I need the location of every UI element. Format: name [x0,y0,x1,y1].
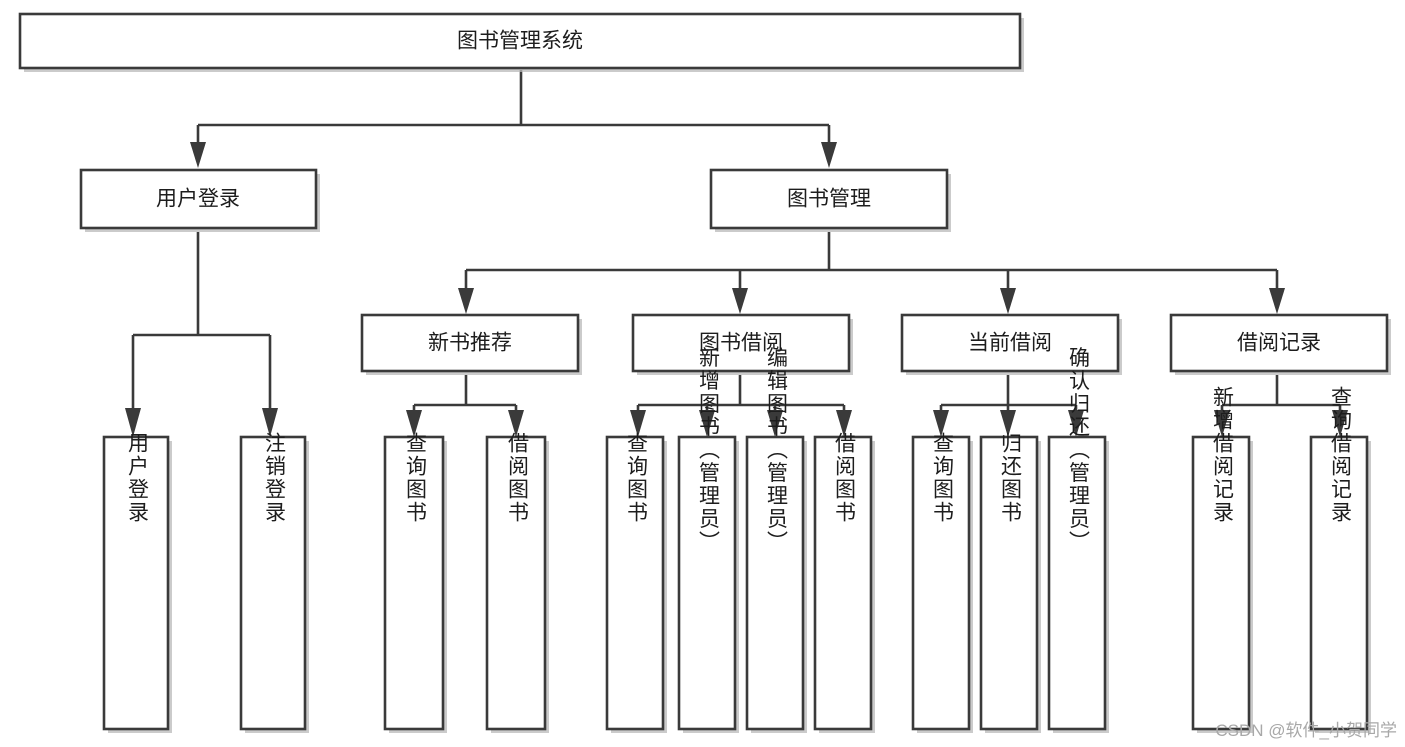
node-leaf-borrow-book-2[interactable]: 借阅图书 [813,432,875,733]
node-leaf-return-book-label: 归还图书 [999,432,1023,524]
arrow-leaf-user-logout [262,408,278,437]
node-leaf-add-book[interactable]: 新增图书（管理员） [677,347,739,734]
node-leaf-borrow-book-1[interactable]: 借阅图书 [485,432,549,733]
node-leaf-query-record[interactable]: 查询借阅记录 [1309,386,1371,733]
node-leaf-add-record-box[interactable] [1191,435,1251,731]
node-leaf-edit-book-box[interactable] [745,435,805,731]
arrow-leaf-edit-book [767,410,783,437]
node-book-borrow[interactable]: 图书借阅 [631,313,853,375]
node-leaf-query-book-1[interactable]: 查询图书 [383,432,447,733]
node-borrow-record[interactable]: 借阅记录 [1169,313,1391,375]
node-leaf-borrow-book-2-label: 借阅图书 [833,432,857,524]
node-root-box[interactable] [18,12,1022,70]
node-user-login[interactable]: 用户登录 [79,168,320,232]
node-leaf-query-book-1-box[interactable] [383,435,445,731]
node-leaf-edit-book-label: 编辑图书（管理员） [765,347,789,554]
arrow-leaf-user-login [125,408,141,437]
arrow-leaf-confirm-return [1068,410,1084,437]
node-leaf-return-book[interactable]: 归还图书 [979,432,1041,733]
node-leaf-query-book-2-box[interactable] [605,435,665,731]
arrow-to-borrow-record [1269,288,1285,314]
connector-layer [125,70,1348,437]
arrow-to-book-management [821,142,837,168]
arrow-leaf-add-record [1214,410,1230,437]
node-leaf-borrow-book-2-box[interactable] [813,435,873,731]
node-book-borrow-label: 图书借阅 [699,332,783,355]
arrow-leaf-borrow-book-2 [836,410,852,437]
node-book-borrow-box[interactable] [631,313,851,373]
node-leaf-confirm-return-box[interactable] [1047,435,1107,731]
node-borrow-record-box[interactable] [1169,313,1389,373]
node-current-borrow[interactable]: 当前借阅 [900,313,1122,375]
node-book-management-label: 图书管理 [787,188,871,211]
node-new-book-recommend-label: 新书推荐 [428,332,512,355]
node-leaf-confirm-return-label: 确认归还（管理员） [1067,347,1091,554]
node-leaf-borrow-book-1-box[interactable] [485,435,547,731]
arrow-leaf-borrow-book-1 [508,410,524,437]
node-leaf-edit-book[interactable]: 编辑图书（管理员） [745,347,807,734]
node-leaf-borrow-book-1-label: 借阅图书 [506,432,530,524]
node-root[interactable]: 图书管理系统 [18,12,1024,72]
arrow-to-book-borrow [732,288,748,314]
node-leaf-user-logout[interactable]: 注销登录 [239,432,309,733]
node-user-login-box[interactable] [79,168,318,230]
node-new-book-recommend-box[interactable] [360,313,580,373]
arrow-to-user-login [190,142,206,168]
node-leaf-user-login[interactable]: 用户登录 [102,432,172,733]
node-current-borrow-box[interactable] [900,313,1120,373]
arrow-leaf-query-book-3 [933,410,949,437]
node-leaf-return-book-box[interactable] [979,435,1039,731]
arrow-leaf-query-record [1332,410,1348,437]
node-leaf-query-book-3[interactable]: 查询图书 [911,432,973,733]
node-leaf-user-logout-label: 注销登录 [263,432,287,524]
node-leaf-add-book-box[interactable] [677,435,737,731]
arrow-leaf-return-book [1000,410,1016,437]
node-book-management[interactable]: 图书管理 [709,168,951,232]
node-leaf-add-record[interactable]: 新增借阅记录 [1191,386,1253,733]
node-leaf-query-book-3-label: 查询图书 [931,432,955,524]
node-leaf-user-logout-box[interactable] [239,435,307,731]
node-root-label: 图书管理系统 [457,30,583,53]
node-leaf-add-book-label: 新增图书（管理员） [697,347,721,554]
node-leaf-user-login-box[interactable] [102,435,170,731]
arrow-leaf-query-book-1 [406,410,422,437]
arrow-to-new-book-recommend [458,288,474,314]
node-current-borrow-label: 当前借阅 [968,332,1052,355]
node-leaf-query-record-box[interactable] [1309,435,1369,731]
node-leaf-query-book-1-label: 查询图书 [404,432,428,524]
node-leaf-confirm-return[interactable]: 确认归还（管理员） [1047,347,1109,734]
node-leaf-user-login-label: 用户登录 [126,432,150,524]
node-borrow-record-label: 借阅记录 [1237,332,1321,355]
arrow-to-current-borrow [1000,288,1016,314]
node-book-management-box[interactable] [709,168,949,230]
node-leaf-query-book-2[interactable]: 查询图书 [605,432,667,733]
node-leaf-query-record-label: 查询借阅记录 [1329,386,1353,524]
node-leaf-query-book-3-box[interactable] [911,435,971,731]
node-leaf-query-book-2-label: 查询图书 [625,432,649,524]
arrow-leaf-add-book [699,410,715,437]
arrow-leaf-query-book-2 [630,410,646,437]
node-leaf-add-record-label: 新增借阅记录 [1211,386,1235,524]
node-user-login-label: 用户登录 [156,188,240,211]
node-new-book-recommend[interactable]: 新书推荐 [360,313,582,375]
